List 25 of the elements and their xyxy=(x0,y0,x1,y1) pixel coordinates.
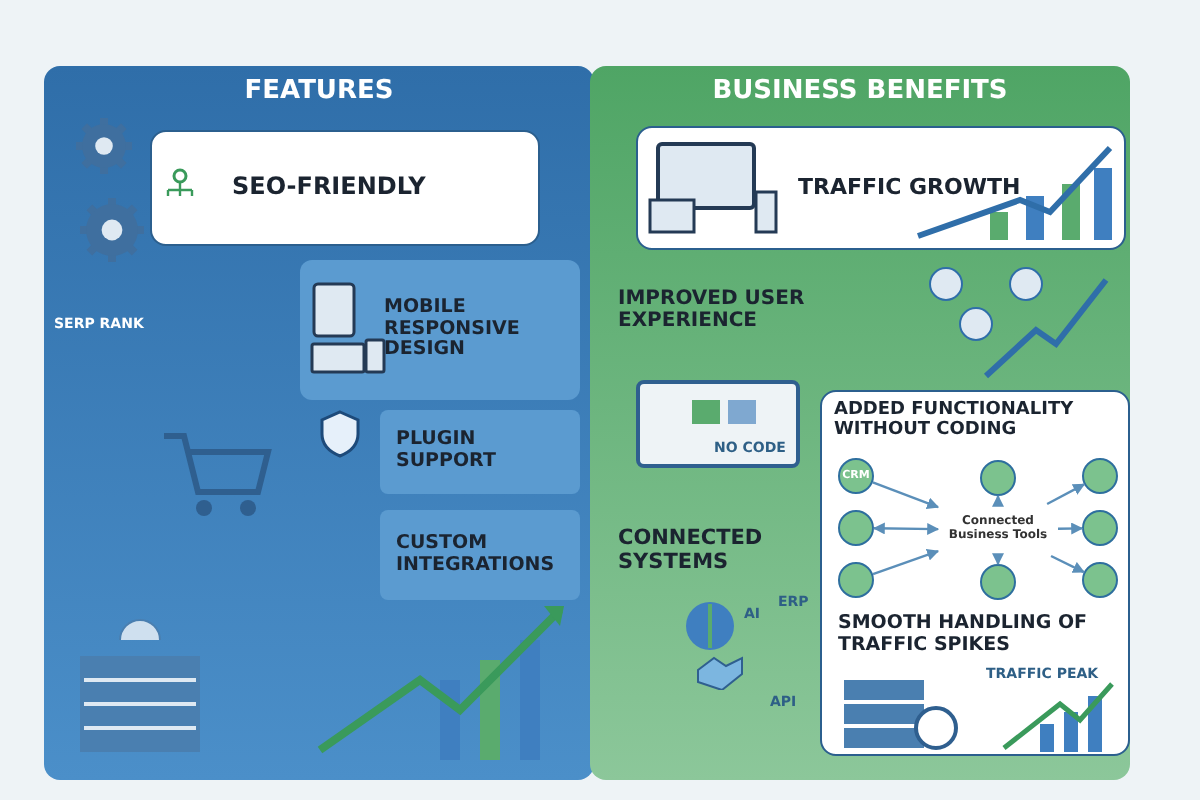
tool-circle xyxy=(838,510,874,546)
feature-card: CUSTOM INTEGRATIONS xyxy=(380,510,580,600)
tool-circle xyxy=(838,562,874,598)
panel-title: ADDED FUNCTIONALITY WITHOUT CODING xyxy=(832,398,1076,442)
benefit-card xyxy=(820,390,1130,756)
benefit-heading: SMOOTH HANDLING OF TRAFFIC SPIKES xyxy=(830,606,1126,666)
tool-circle xyxy=(1082,458,1118,494)
tool-circle xyxy=(980,564,1016,600)
arrow xyxy=(872,522,940,535)
tool-circle xyxy=(980,460,1016,496)
arrow xyxy=(1046,483,1086,506)
benefit-heading: IMPROVED USER EXPERIENCE xyxy=(610,270,910,350)
panel-title: FEATURES xyxy=(242,74,396,110)
panel-title: BUSINESS BENEFITS xyxy=(710,74,1010,110)
features-panel xyxy=(44,66,594,780)
feature-card: PLUGIN SUPPORT xyxy=(380,410,580,494)
arrow xyxy=(1050,554,1085,574)
arrow xyxy=(1057,522,1084,535)
tool-circle xyxy=(1082,510,1118,546)
arrow xyxy=(992,494,1004,507)
tool-circle xyxy=(1082,562,1118,598)
arrow xyxy=(872,481,940,509)
feature-card: SEO-FRIENDLY xyxy=(150,130,540,246)
arrow xyxy=(992,553,1004,566)
arrow xyxy=(872,549,940,576)
